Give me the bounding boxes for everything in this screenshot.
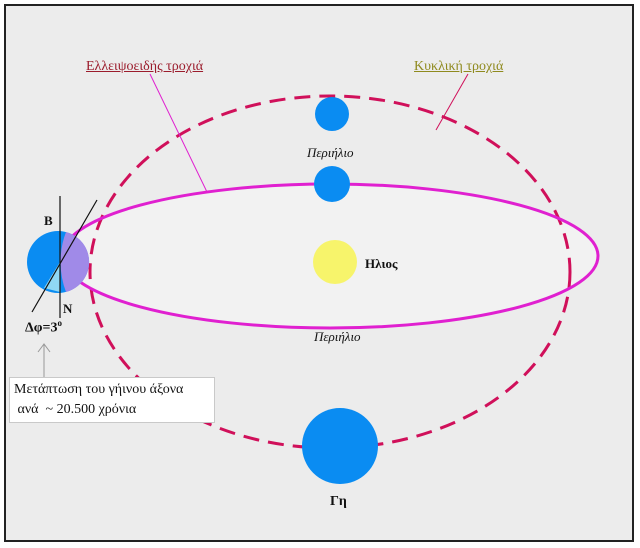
elliptical-orbit-title: Ελλειψοειδής τροχιά [86, 59, 204, 74]
earth-axis-tilted [31, 199, 98, 313]
perihelion-top-label: Περιήλιο [307, 145, 354, 160]
perihelion-bottom-label: Περιήλιο [314, 329, 361, 344]
note-arrow-head [37, 343, 51, 353]
precession-note-line2: ανά ~ 20.500 χρόνια [14, 402, 137, 417]
precession-note: Μετάπτωση του γήινου άξονα ανά ~ 20.500 … [9, 377, 215, 423]
precession-note-line1: Μετάπτωση του γήινου άξονα [14, 382, 184, 397]
degree-symbol: o [57, 318, 63, 328]
sun [313, 240, 357, 284]
earth-bottom [302, 408, 378, 484]
planet-top [315, 97, 349, 131]
north-label-n: N [63, 301, 73, 316]
delta-phi-text: Δφ=3 [25, 320, 58, 336]
planet-ellipse-top [314, 166, 350, 202]
earth-left-overlap [60, 232, 90, 292]
circular-orbit-pointer [435, 73, 469, 131]
sun-label: Ηλιος [365, 256, 398, 271]
elliptical-orbit-pointer [149, 73, 208, 193]
north-label-b: B [44, 213, 53, 228]
earth-label: Γη [330, 494, 347, 509]
circular-orbit-title: Κυκλική τροχιά [414, 59, 504, 74]
delta-phi-label: Δφ=3o [25, 318, 62, 337]
